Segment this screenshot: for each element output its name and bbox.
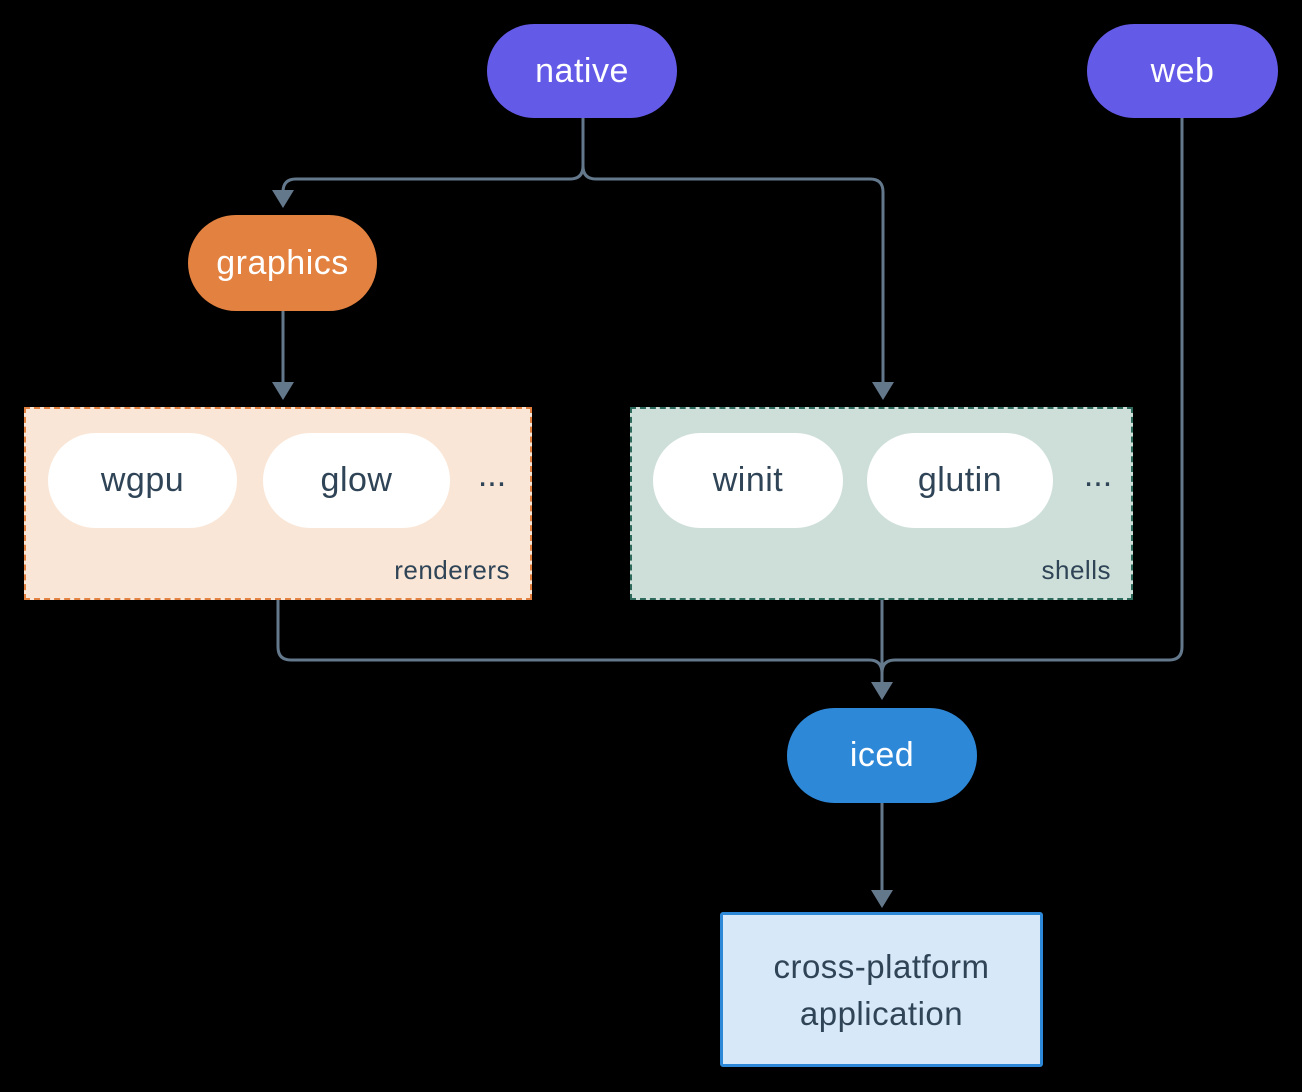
arrowhead-shells xyxy=(872,382,894,400)
shells-ellipsis: ... xyxy=(1083,456,1113,494)
arrowhead-iced xyxy=(871,682,893,700)
node-glutin-label: glutin xyxy=(917,461,1003,499)
node-application-label-line1: cross-platform xyxy=(773,947,990,985)
node-native-label: native xyxy=(535,51,629,90)
node-application-label-line2: application xyxy=(799,994,964,1032)
node-winit-label: winit xyxy=(712,461,784,499)
node-glow-label: glow xyxy=(320,461,393,499)
node-graphics-label: graphics xyxy=(216,243,349,282)
node-graphics: graphics xyxy=(188,215,377,311)
node-iced: iced xyxy=(787,708,977,803)
edge-native-shells xyxy=(581,118,885,385)
edge-native-graphics xyxy=(281,118,585,193)
arrowhead-graphics xyxy=(272,190,294,208)
group-renderers: wgpu glow ... renderers xyxy=(24,407,532,600)
node-application: cross-platform application xyxy=(720,912,1043,1067)
node-iced-label: iced xyxy=(849,736,915,774)
group-shells: winit glutin ... shells xyxy=(630,407,1133,600)
node-native: native xyxy=(487,24,677,118)
arrowhead-renderers xyxy=(272,382,294,400)
node-winit: winit xyxy=(653,433,843,528)
node-glow: glow xyxy=(263,433,450,528)
node-web-label: web xyxy=(1150,51,1215,90)
group-shells-label: shells xyxy=(1041,555,1111,585)
renderers-ellipsis: ... xyxy=(477,456,507,494)
node-web: web xyxy=(1087,24,1278,118)
group-renderers-label: renderers xyxy=(394,555,510,585)
edge-renderers-iced xyxy=(276,600,884,685)
arrowhead-application xyxy=(871,890,893,908)
node-wgpu-label: wgpu xyxy=(100,461,185,499)
node-glutin: glutin xyxy=(867,433,1053,528)
node-wgpu: wgpu xyxy=(48,433,237,528)
